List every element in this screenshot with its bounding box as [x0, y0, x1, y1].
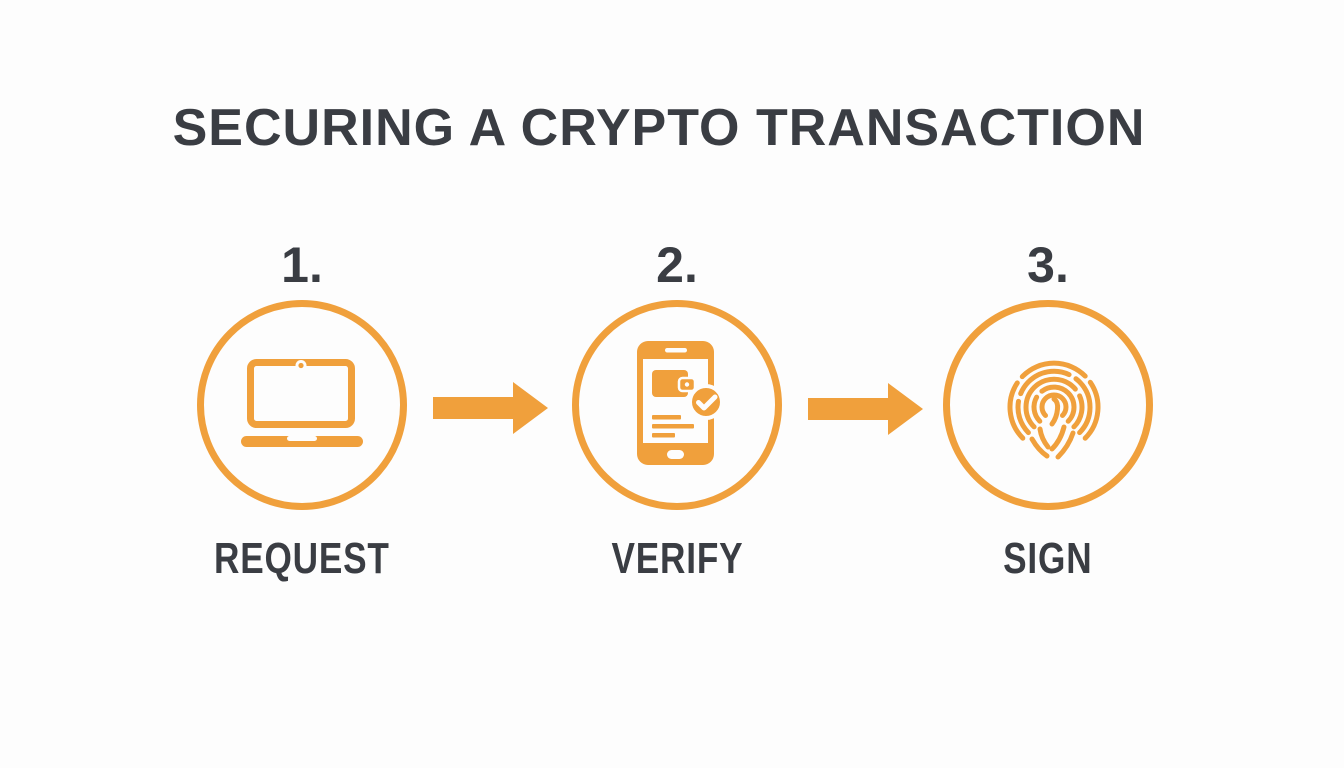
right-arrow-icon: [433, 382, 548, 434]
page-title: SECURING A CRYPTO TRANSACTION: [172, 99, 1146, 157]
step-sign: 3.: [943, 240, 1153, 584]
step-circle: [572, 300, 782, 510]
right-arrow-icon: [808, 383, 923, 435]
step-verify: 2. VERIFY: [572, 240, 782, 584]
phone-wallet-check-icon: [627, 340, 727, 471]
step-number: 1.: [281, 237, 323, 293]
step-label: VERIFY: [611, 534, 743, 583]
step-number: 3.: [1027, 237, 1069, 293]
step-circle: [943, 300, 1153, 510]
step-number: 2.: [656, 237, 698, 293]
fingerprint-icon: [1002, 351, 1106, 470]
step-label: SIGN: [1003, 534, 1093, 583]
step-label: REQUEST: [214, 534, 390, 583]
step-circle: [197, 300, 407, 510]
laptop-icon: [241, 358, 363, 452]
step-request: 1. REQUEST: [197, 240, 407, 584]
